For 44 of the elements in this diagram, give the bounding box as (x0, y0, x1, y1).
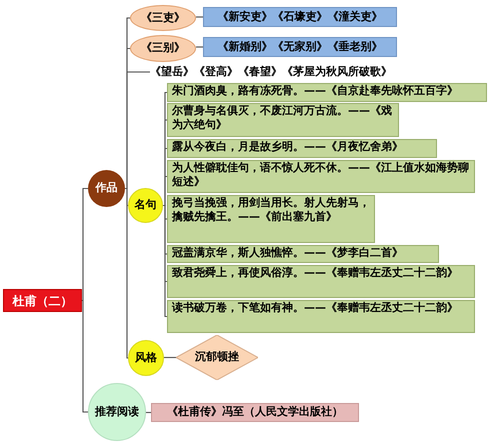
list-box (203, 7, 397, 27)
node-text: 作品 (96, 180, 118, 196)
node-text: 《三吏》 (141, 10, 185, 26)
node-text: 《新安吏》《石壕吏》《潼关吏》 (218, 8, 382, 25)
node-text: 杜甫（二） (12, 292, 72, 310)
connector-line (146, 412, 151, 414)
quote-box (167, 139, 437, 158)
node-text: 露从今夜白，月是故乡明。——《月夜忆舍弟》 (172, 140, 403, 154)
node-text: 读书破万卷，下笔如有神。——《奉赠韦左丞丈二十二韵》 (172, 301, 458, 315)
quote-box (167, 83, 487, 102)
node-text: 致君尧舜上，再使风俗淳。——《奉赠韦左丞丈二十二韵》 (172, 266, 458, 280)
connector-line (125, 71, 150, 190)
quote-box (167, 103, 399, 137)
node-text: 尔曹身与名俱灭，不废江河万古流。——《戏为六绝句》 (172, 104, 393, 132)
quote-box (167, 195, 375, 243)
node-text: 为人性僻耽佳句，语不惊人死不休。——《江上值水如海势聊短述》 (172, 161, 470, 189)
connector-line (82, 300, 88, 413)
node-text: 《望岳》《登高》《春望》《茅屋为秋风所破歌》 (150, 64, 392, 80)
topic-ellipse (130, 5, 196, 31)
quote-box (167, 300, 475, 333)
quote-box (167, 245, 439, 263)
book-box (151, 403, 359, 422)
node-text: 推荐阅读 (95, 404, 139, 420)
connector-line (196, 16, 203, 18)
connector-line (196, 46, 203, 48)
connector-line (163, 204, 167, 318)
node-text: 风格 (135, 350, 157, 366)
root-box (3, 289, 82, 312)
connector-line (164, 356, 176, 358)
node-text: 朱门酒肉臭，路有冻死骨。——《自京赴奉先咏怀五百字》 (172, 84, 458, 98)
node-text: 《杜甫传》冯至（人民文学出版社） (167, 404, 343, 420)
node-text: 《三别》 (141, 40, 185, 56)
node-text: 名句 (134, 197, 156, 214)
connector-line (125, 188, 128, 359)
topic-ellipse (130, 35, 196, 62)
node-text: 《新婚别》《无家别》《垂老别》 (218, 38, 382, 55)
connector-line (82, 188, 88, 302)
quote-box (167, 160, 475, 193)
quote-box (167, 265, 475, 298)
connector-line (163, 176, 167, 206)
node-text: 冠盖满京华，斯人独憔悴。——《梦李白二首》 (172, 246, 403, 260)
node-text: 沉郁顿挫 (195, 349, 239, 366)
list-box (203, 37, 397, 57)
node-text: 挽弓当挽强，用剑当用长。射人先射马，擒贼先擒王。——《前出塞九首》 (172, 196, 370, 224)
